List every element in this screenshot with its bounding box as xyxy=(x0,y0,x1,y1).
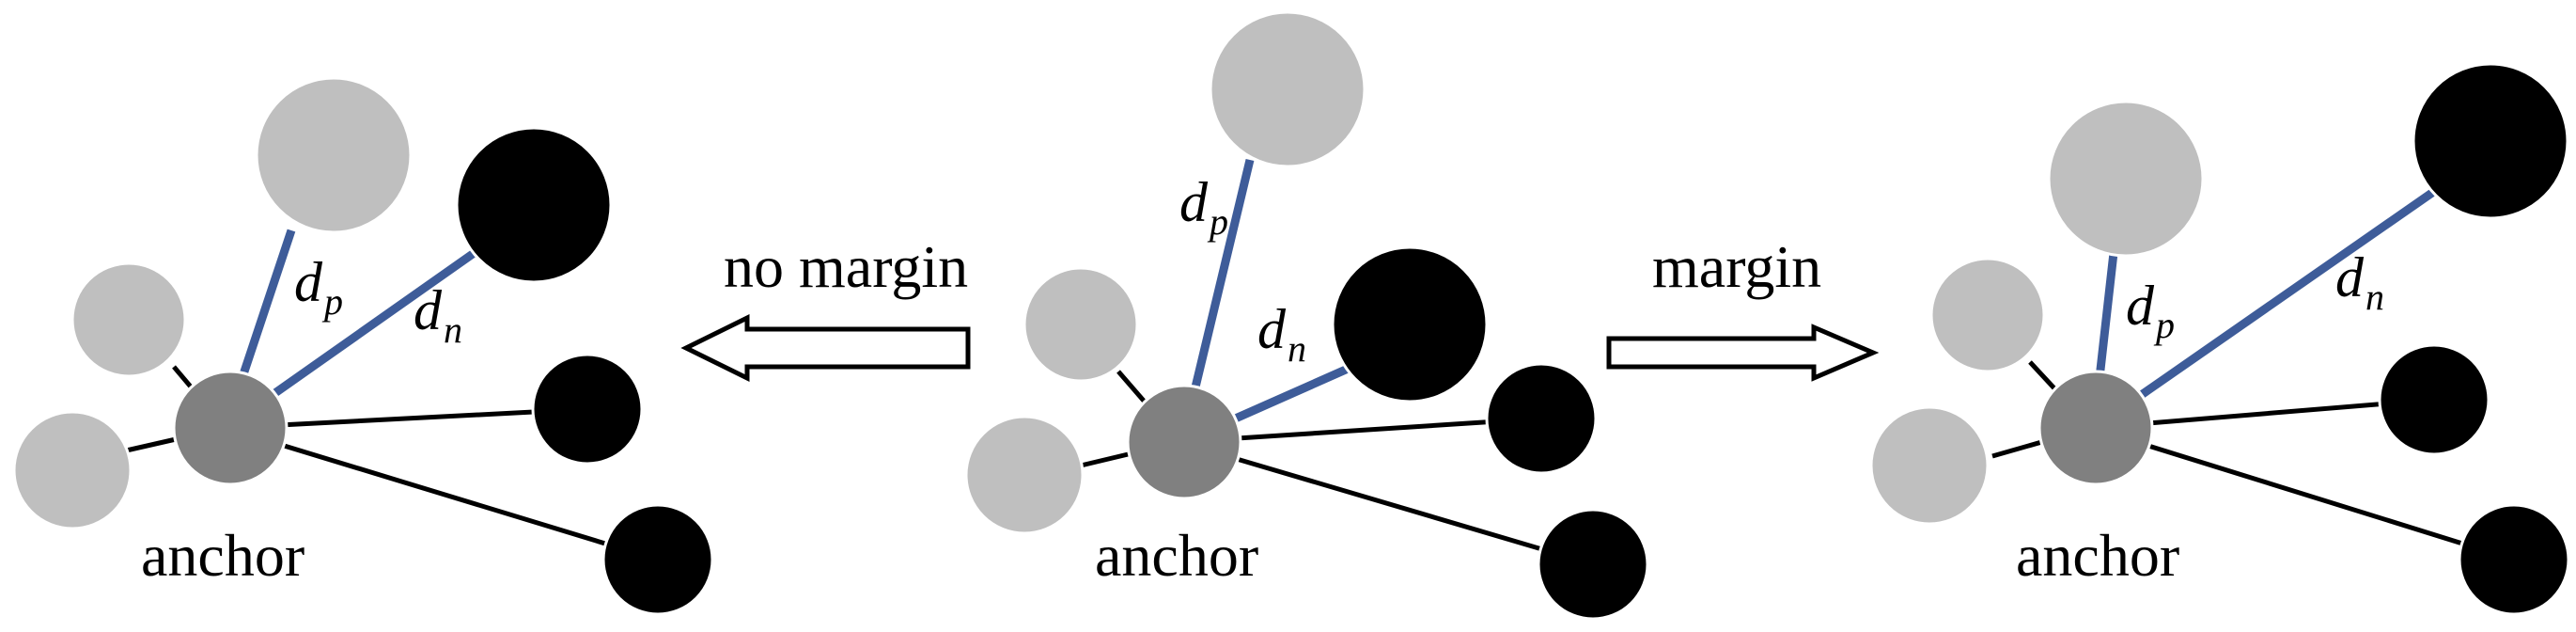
margin-label: margin xyxy=(1652,233,1821,300)
positive-node xyxy=(2047,100,2205,258)
edge-anchor-negative-bottom xyxy=(1179,439,1594,567)
anchor-label: anchor xyxy=(141,522,304,589)
small-negative-node xyxy=(2378,343,2490,456)
anchor-label: anchor xyxy=(1095,522,1258,589)
no-margin-label: no margin xyxy=(724,233,968,300)
dp-label: dp xyxy=(294,251,343,323)
dn-label: dn xyxy=(414,279,462,351)
negative-node xyxy=(1331,245,1489,403)
anchor-label: anchor xyxy=(2016,522,2179,589)
negative-node xyxy=(2412,62,2569,220)
right-arrow-icon xyxy=(1606,324,1880,382)
small-negative-node xyxy=(2458,503,2570,616)
arrow-margin: margin xyxy=(1606,233,1880,382)
anchor-node xyxy=(1126,384,1242,500)
panel-right: dp dn anchor xyxy=(1869,62,2570,616)
dn-label: dn xyxy=(2335,246,2384,318)
small-positive-node xyxy=(70,261,187,378)
panel-left: dp dn anchor xyxy=(12,76,714,616)
arrow-no-margin: no margin xyxy=(680,233,971,383)
panel-center: dp dn anchor xyxy=(964,10,1649,621)
small-positive-node xyxy=(12,410,133,530)
left-arrow-icon xyxy=(680,313,971,383)
small-positive-node xyxy=(1929,257,2046,373)
anchor-node xyxy=(2037,370,2154,486)
dp-label: dp xyxy=(2126,275,2175,346)
small-negative-node xyxy=(1537,508,1649,621)
anchor-node xyxy=(172,370,289,486)
small-positive-node xyxy=(1869,405,1990,526)
small-negative-node xyxy=(531,353,644,466)
dn-label: dn xyxy=(1257,298,1306,370)
positive-node xyxy=(1209,10,1366,168)
small-negative-node xyxy=(1485,362,1598,475)
small-positive-node xyxy=(964,415,1085,535)
dn-edge xyxy=(2091,184,2442,432)
small-positive-node xyxy=(1023,266,1139,383)
dp-label: dp xyxy=(1179,171,1228,243)
edge-anchor-negative-bottom xyxy=(225,425,659,562)
negative-node xyxy=(455,126,613,284)
positive-node xyxy=(255,76,413,234)
small-negative-node xyxy=(601,503,714,616)
edge-anchor-negative-bottom xyxy=(2090,425,2515,562)
